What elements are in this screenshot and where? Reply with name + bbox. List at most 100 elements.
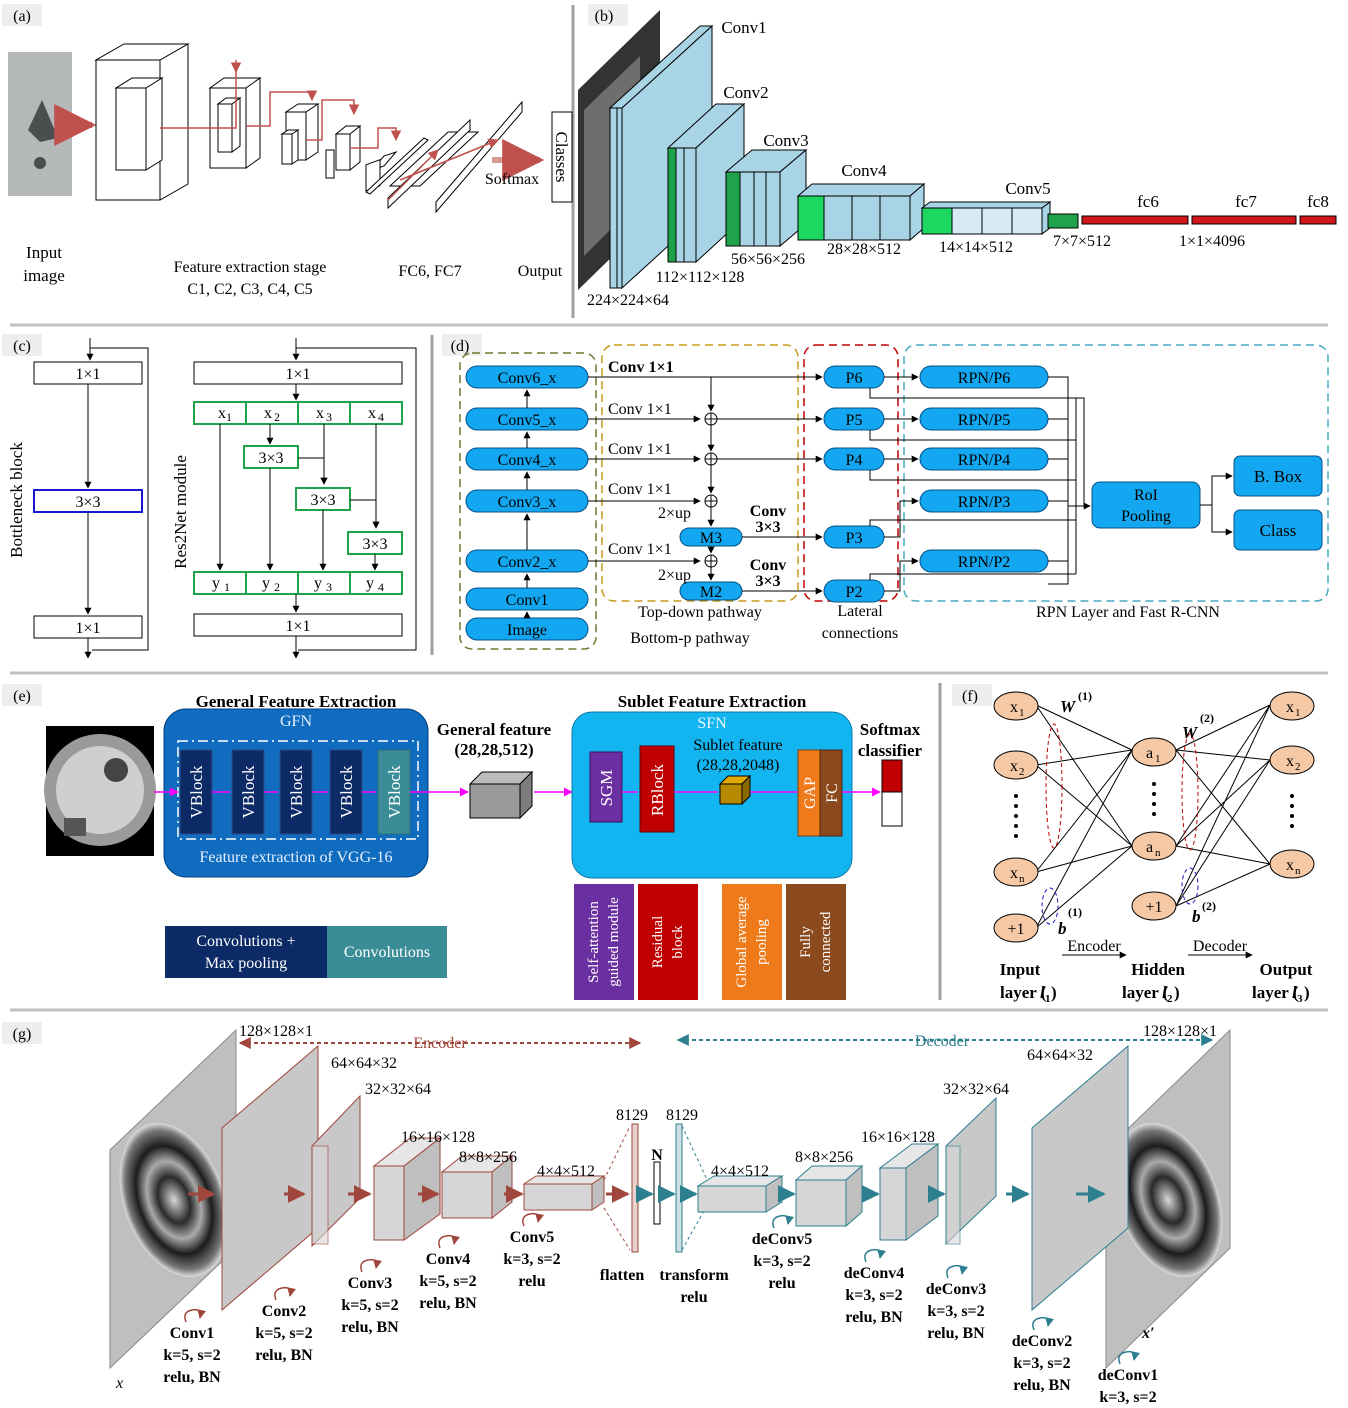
bottomup-label: Bottom-p pathway — [630, 630, 750, 647]
curl-icon-enc3 — [360, 1258, 382, 1273]
fc-block: FC — [824, 783, 841, 803]
panel-g-tag: (g) — [13, 1026, 32, 1043]
input-layer-1: Input — [1000, 960, 1041, 979]
dec2-a: deConv2 — [1012, 1333, 1072, 1350]
topdown-label: Top-down pathway — [638, 604, 762, 621]
curl-icon-dec3 — [946, 1264, 968, 1279]
g-dim-e2: 32×32×64 — [365, 1081, 431, 1098]
enc3-c: relu, BN — [341, 1319, 399, 1336]
vgg-caption: Feature extraction of VGG-16 — [200, 849, 393, 866]
panel-c: (c) 1×1 3×3 1×1 Bottleneck block Res2Net… — [2, 334, 417, 659]
hidden-layer-sub: 2 — [1167, 993, 1173, 1005]
output-layer-l: l — [1292, 983, 1297, 1002]
f-bias1: +1 — [1007, 921, 1024, 938]
y3-sub: 3 — [326, 580, 332, 594]
hidden-layer-1: Hidden — [1131, 960, 1185, 979]
dim-224: 224×224×64 — [587, 292, 669, 309]
w1-main: W — [1060, 697, 1077, 716]
dec5-b: k=3, s=2 — [753, 1253, 810, 1270]
n-label: N — [651, 1147, 663, 1164]
g-dim-d0: 8129 — [666, 1107, 698, 1124]
panel-g: (g) Encoder Decoder N — [2, 1022, 1231, 1406]
rpn-p4: RPN/P4 — [958, 452, 1010, 469]
curl-icon-dec5 — [772, 1214, 794, 1229]
w1-sup: (1) — [1078, 689, 1092, 703]
w2-sup: (2) — [1200, 711, 1214, 725]
stage-label-1: Feature extraction stage — [174, 259, 327, 276]
bbox-box: B. Box — [1254, 467, 1303, 486]
enc4-a: Conv4 — [426, 1251, 470, 1268]
curl-icon-enc5 — [522, 1212, 544, 1227]
dec5-c: relu — [768, 1275, 795, 1292]
w2-main: W — [1182, 723, 1199, 742]
f-an: a — [1146, 839, 1153, 856]
conv33-a1: Conv — [750, 503, 786, 520]
legend-conv: Convolutions — [344, 944, 430, 961]
dec2-b: k=3, s=2 — [1013, 1355, 1070, 1372]
y2-sub: 2 — [274, 580, 280, 594]
g-dim-e5: 4×4×512 — [537, 1163, 595, 1180]
dim-1: 1×1×4096 — [1179, 233, 1245, 250]
f-on-sub: n — [1295, 865, 1301, 877]
rpn-p5: RPN/P5 — [958, 412, 1010, 429]
backbone-conv3: Conv3_x — [498, 494, 557, 511]
p4: P4 — [846, 452, 863, 469]
g-dim-d1: 4×4×512 — [711, 1163, 769, 1180]
enc2-b: k=5, s=2 — [255, 1325, 312, 1342]
output-layer-sub: 3 — [1297, 993, 1303, 1005]
conv33-b1: Conv — [750, 557, 786, 574]
r2n-3x3-c: 3×3 — [362, 536, 387, 553]
enc4-b: k=5, s=2 — [419, 1273, 476, 1290]
f-x1: x — [1010, 699, 1018, 716]
x2-main: x — [264, 405, 272, 422]
rblock: RBlock — [648, 764, 667, 816]
curl-icon-enc1 — [184, 1308, 206, 1323]
layer-conv1: Conv1 — [721, 18, 766, 37]
output-layer-2: layer ( — [1252, 983, 1299, 1002]
curl-icon-dec4 — [864, 1248, 886, 1263]
dec2-c: relu, BN — [1013, 1377, 1071, 1394]
panel-f-tag: (f) — [962, 688, 978, 705]
f-a1-sub: 1 — [1155, 753, 1161, 765]
g-dim-d6: 128×128×1 — [1143, 1023, 1217, 1040]
sfe-title: Sublet Feature Extraction — [618, 692, 807, 711]
f-x2-sub: 2 — [1019, 766, 1025, 778]
enc2-a: Conv2 — [262, 1303, 306, 1320]
f-o1-sub: 1 — [1295, 707, 1301, 719]
vblock-3: VBlock — [287, 765, 306, 818]
x1-sub: 1 — [226, 410, 232, 424]
dec4-c: relu, BN — [845, 1309, 903, 1326]
hidden-layer-l: l — [1162, 983, 1167, 1002]
dim-28: 28×28×512 — [827, 241, 901, 258]
panel-e: (e) General Feature Extraction GFN VBloc… — [2, 684, 923, 1000]
tag-sgm-1: Self-attention — [586, 901, 602, 983]
dec4-a: deConv4 — [844, 1265, 904, 1282]
panel-a-tag: (a) — [13, 8, 31, 25]
layer-conv3: Conv3 — [763, 131, 808, 150]
y4-main: y — [366, 575, 374, 592]
b2-sup: (2) — [1202, 899, 1216, 913]
enc3-b: k=5, s=2 — [341, 1297, 398, 1314]
layer-fc8: fc8 — [1307, 192, 1329, 211]
g-xprime: x′ — [1141, 1325, 1155, 1342]
curl-icon-enc2 — [274, 1286, 296, 1301]
f-o2-sub: 2 — [1295, 761, 1301, 773]
hidden-layer-2: layer ( — [1122, 983, 1169, 1002]
x1-main: x — [218, 405, 226, 422]
input-layer-2: layer ( — [1000, 983, 1047, 1002]
y4-sub: 4 — [378, 580, 384, 594]
dec3-b: k=3, s=2 — [927, 1303, 984, 1320]
output-layer-close: ) — [1304, 983, 1310, 1002]
x3-sub: 3 — [326, 410, 332, 424]
rpn-p6: RPN/P6 — [958, 370, 1010, 387]
backbone-conv1: Conv1 — [506, 592, 549, 609]
backbone-conv6: Conv6_x — [498, 370, 557, 387]
g-dim-e1: 64×64×32 — [331, 1055, 397, 1072]
gap-block: GAP — [802, 777, 819, 809]
vblock-4: VBlock — [337, 765, 356, 818]
input-label-2: image — [23, 266, 65, 285]
r2n-1x1-bottom: 1×1 — [285, 618, 310, 635]
tag-gap-1: Global average — [734, 896, 750, 988]
panel-c-tag: (c) — [13, 338, 31, 355]
tag-res-1: Residual — [650, 916, 666, 969]
